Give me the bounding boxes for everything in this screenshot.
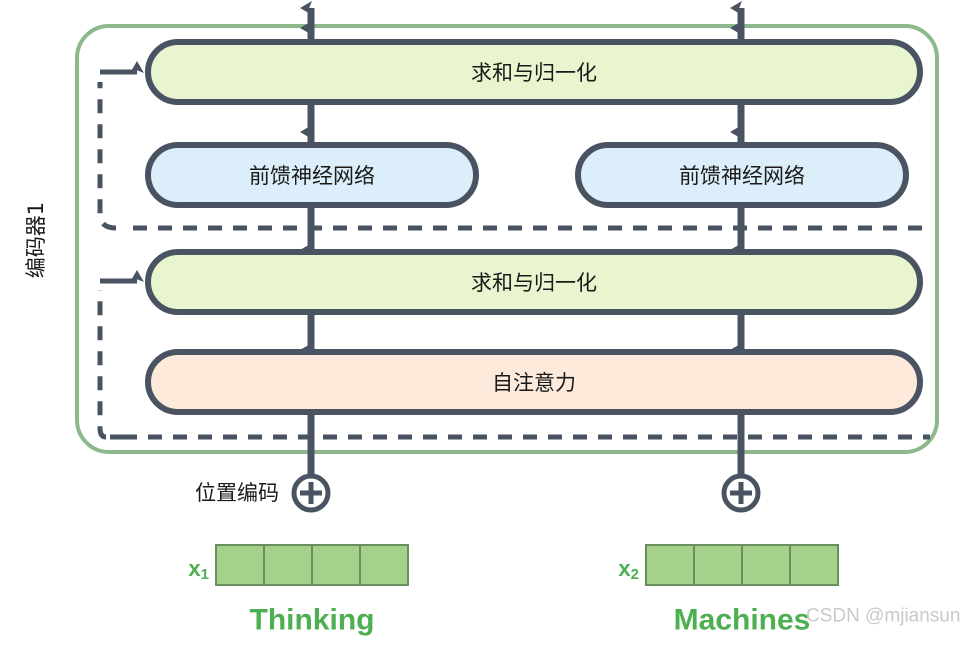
add-norm-mid-block[interactable]: [145, 249, 923, 315]
add-norm-mid-label: 求和与归一化: [471, 271, 597, 295]
self-attention-label: 自注意力: [492, 371, 576, 395]
feed-forward-right-label: 前馈神经网络: [679, 164, 805, 188]
watermark: CSDN @mjiansun: [806, 606, 960, 627]
token-1-cell: [311, 544, 361, 586]
token-2-cell: [789, 544, 839, 586]
token-1-cell: [263, 544, 313, 586]
add-norm-top-label: 求和与归一化: [471, 61, 597, 85]
token-vector-1: x1 Thinking: [188, 544, 409, 637]
token-vector-2: x2 Machines: [618, 544, 839, 637]
token-2-cell: [645, 544, 695, 586]
encoder-container: [75, 24, 939, 454]
token-2-word: Machines: [674, 604, 811, 637]
token-2-cell: [693, 544, 743, 586]
residual-dashed-left-riser-upper: [97, 82, 117, 231]
feed-forward-right-block[interactable]: [575, 142, 909, 208]
positional-encoding-label: 位置编码: [195, 481, 279, 505]
self-attention-block[interactable]: [145, 349, 923, 415]
positional-encoding-plus-left: [291, 473, 331, 513]
encoder-label: 编码器1: [24, 202, 48, 278]
add-norm-top-block[interactable]: [145, 39, 923, 105]
token-2-cell: [741, 544, 791, 586]
positional-encoding-plus-right: [721, 473, 761, 513]
feed-forward-left-block[interactable]: [145, 142, 479, 208]
token-2-variable: x2: [618, 556, 639, 583]
residual-dashed-left-riser-lower: [97, 290, 107, 440]
token-1-cell: [359, 544, 409, 586]
token-1-word: Thinking: [250, 604, 375, 637]
token-1-variable: x1: [188, 556, 209, 583]
token-1-cell: [215, 544, 265, 586]
feed-forward-left-label: 前馈神经网络: [249, 164, 375, 188]
